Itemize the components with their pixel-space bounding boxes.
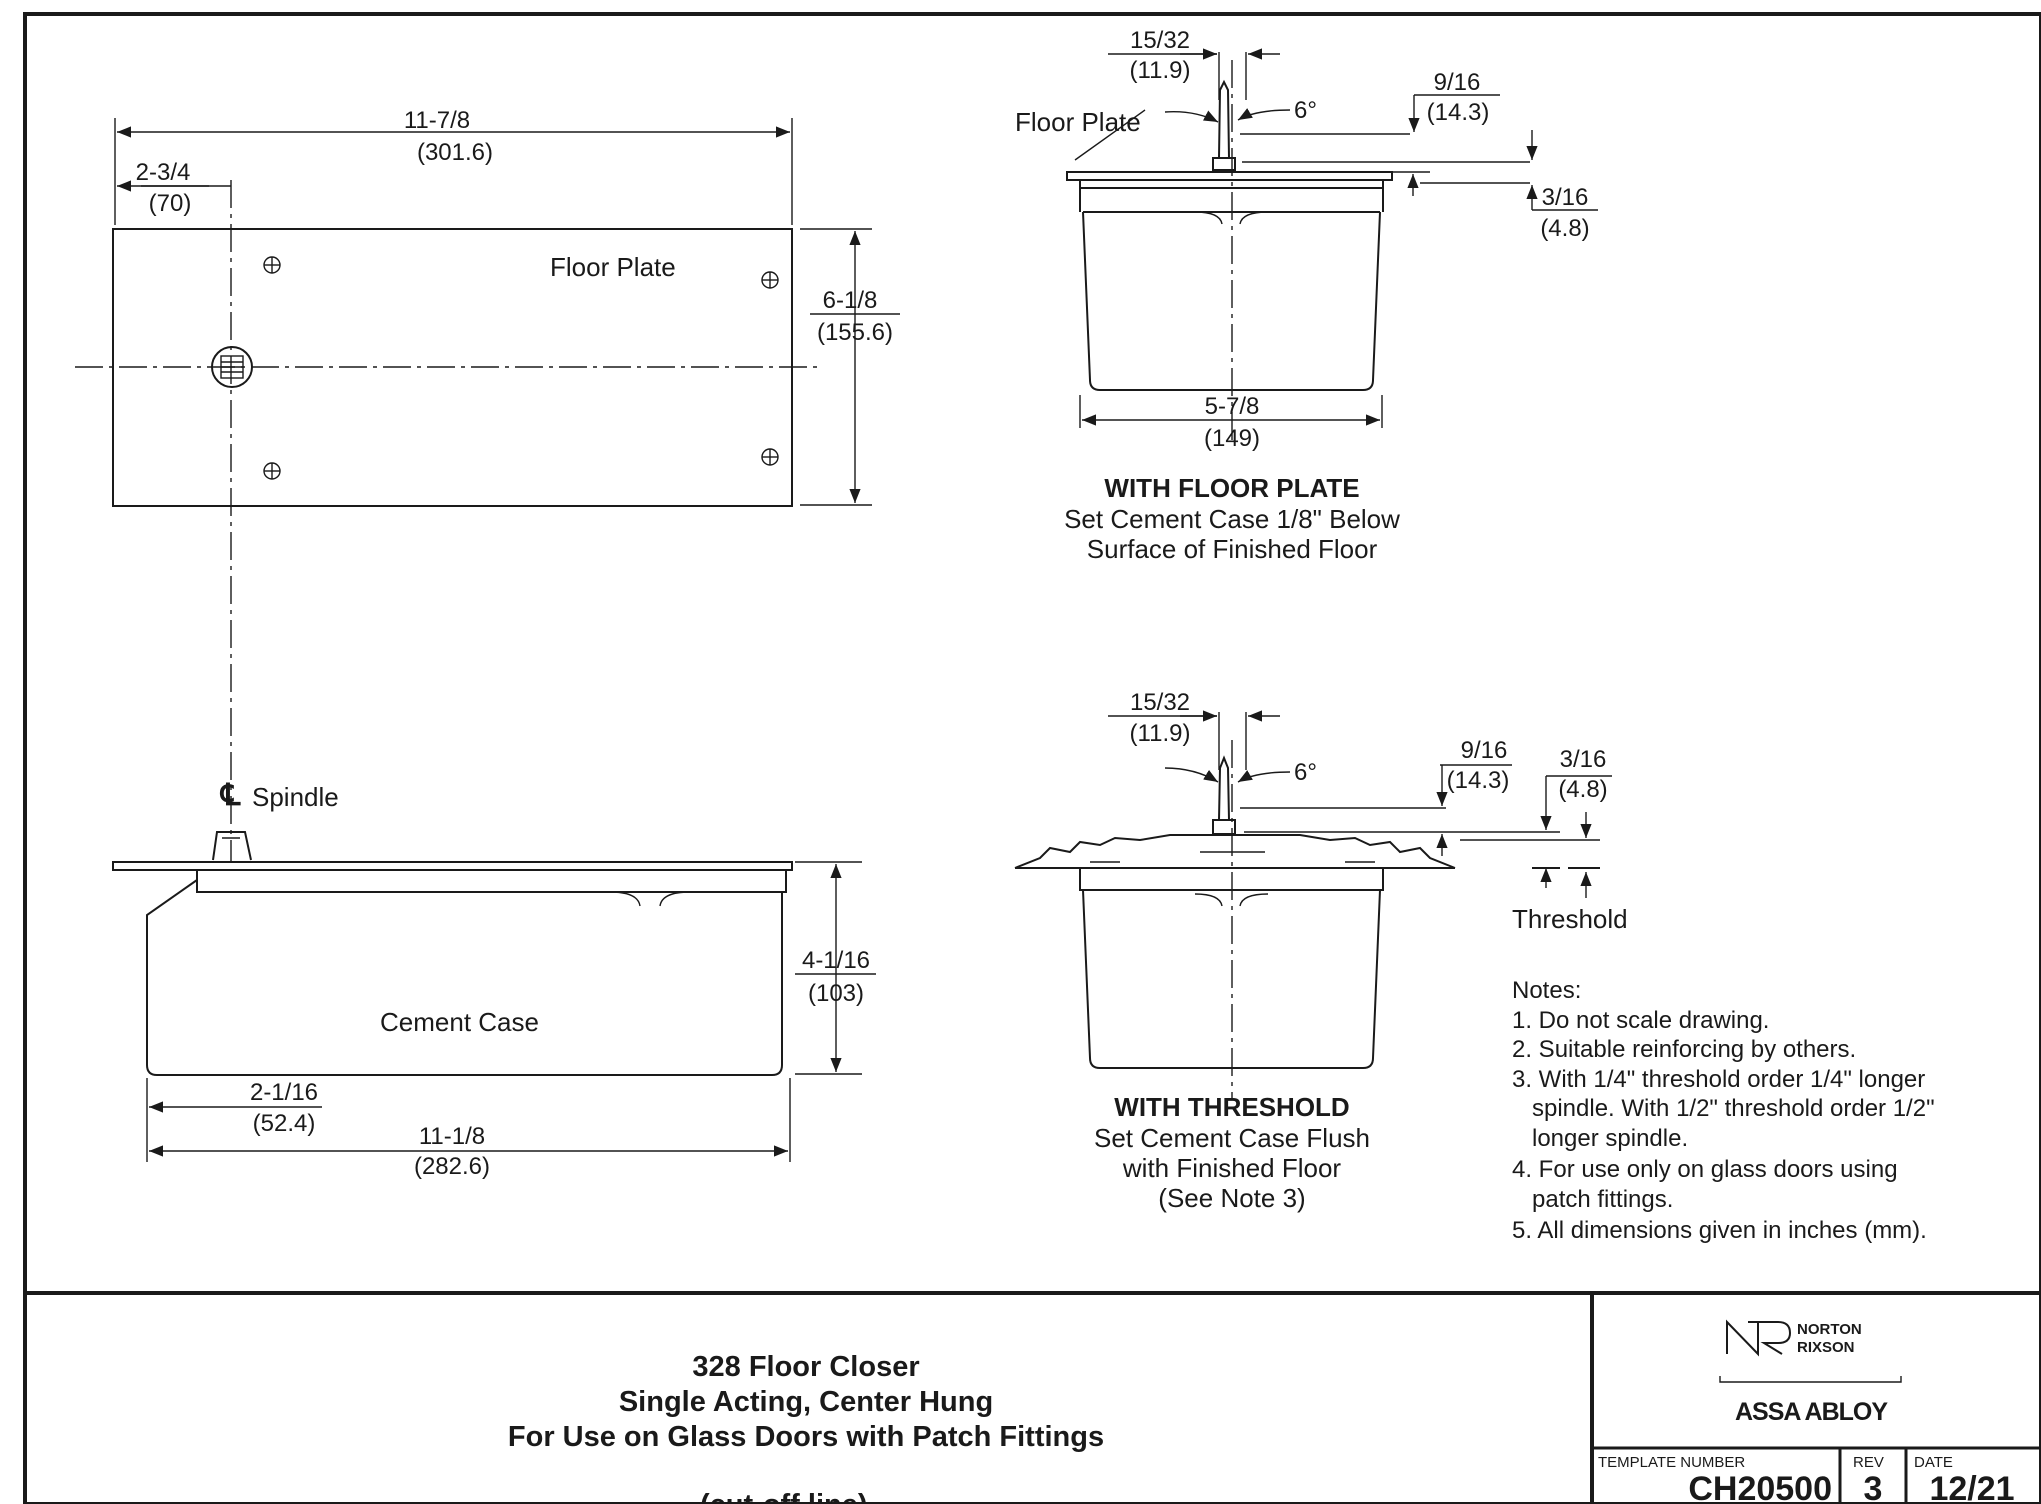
template-number-label: TEMPLATE NUMBER	[1598, 1454, 1745, 1471]
case-length-mm: (282.6)	[414, 1153, 490, 1180]
fp-caption-title: WITH FLOOR PLATE	[1104, 473, 1359, 503]
note-line: 3. With 1/4" threshold order 1/4" longer	[1512, 1066, 1925, 1093]
note-line: 1. Do not scale drawing.	[1512, 1007, 1769, 1034]
th-caption-title: WITH THRESHOLD	[1114, 1092, 1349, 1122]
fp-spindle-height: 9/16	[1434, 69, 1481, 96]
depth-mm: (103)	[808, 980, 864, 1007]
note-line: 2. Suitable reinforcing by others.	[1512, 1036, 1856, 1063]
fp-spindle-width: 15/32	[1130, 27, 1190, 54]
svg-text:RIXSON: RIXSON	[1797, 1339, 1855, 1356]
floor-plate-detail: Floor Plate 15/32 (11.9) 6° 9/16 (14.3) …	[1015, 27, 1598, 564]
notes: Notes: 1. Do not scale drawing. 2. Suita…	[1512, 977, 1935, 1244]
th-spindle-height: 9/16	[1461, 737, 1508, 764]
side-view: ℄ Spindle Cement Case 4-1/16 (103) 2-1/1…	[112, 779, 876, 1180]
fp-spindle-height-mm: (14.3)	[1427, 99, 1490, 126]
th-spindle-width-mm: (11.9)	[1130, 720, 1191, 747]
note-line: 5. All dimensions given in inches (mm).	[1512, 1217, 1927, 1244]
note-line: 4. For use only on glass doors using	[1512, 1156, 1898, 1183]
rev-value: 3	[1864, 1470, 1883, 1504]
title-footer-cut: (cut-off line)	[700, 1489, 868, 1504]
fp-angle: 6°	[1294, 97, 1317, 124]
fp-caption-line2: Surface of Finished Floor	[1087, 534, 1378, 564]
fp-case-width: 5-7/8	[1205, 393, 1260, 420]
plan-view: Floor Plate 11-7/8 (301.6) 2-3/4 (70) 6-…	[75, 107, 900, 862]
fp-spindle-width-mm: (11.9)	[1130, 57, 1191, 84]
fp-case-width-mm: (149)	[1204, 425, 1260, 452]
screw-hole-icon	[761, 271, 779, 289]
height-dim: 6-1/8	[823, 287, 878, 314]
th-spindle-height-mm: (14.3)	[1447, 767, 1510, 794]
threshold-detail: 15/32 (11.9) 6° 9/16 (14.3) 3/16 (4.8) T…	[1014, 689, 1628, 1213]
threshold-label: Threshold	[1512, 904, 1628, 934]
cement-case-outline	[196, 870, 787, 893]
note-line: spindle. With 1/2" threshold order 1/2"	[1512, 1095, 1935, 1122]
offset-mm: (52.4)	[253, 1110, 316, 1137]
offset-dim: 2-1/16	[250, 1079, 318, 1106]
sheet-border	[23, 12, 2041, 1504]
fp-caption-line1: Set Cement Case 1/8" Below	[1064, 504, 1400, 534]
title-line3: For Use on Glass Doors with Patch Fittin…	[508, 1421, 1104, 1453]
th-caption-line3: (See Note 3)	[1158, 1183, 1305, 1213]
floor-plate-label: Floor Plate	[550, 252, 676, 282]
overall-width-mm: (301.6)	[417, 139, 493, 166]
svg-text:ASSA ABLOY: ASSA ABLOY	[1735, 1398, 1888, 1426]
notes-heading: Notes:	[1512, 977, 1581, 1004]
spindle-label: Spindle	[252, 782, 339, 812]
title-line2: Single Acting, Center Hung	[619, 1386, 993, 1418]
height-mm: (155.6)	[817, 319, 893, 346]
date-value: 12/21	[1929, 1470, 2014, 1504]
case-length-dim: 11-1/8	[419, 1123, 485, 1150]
fp-plate-thickness: 3/16	[1542, 184, 1589, 211]
spindle-offset-dim: 2-3/4	[136, 159, 191, 186]
threshold-profile	[1014, 834, 1456, 869]
template-number: CH20500	[1688, 1470, 1832, 1504]
spindle-offset-mm: (70)	[149, 190, 192, 217]
screw-hole-icon	[263, 462, 281, 480]
th-spindle-width: 15/32	[1130, 689, 1190, 716]
centerline-symbol: ℄	[219, 779, 241, 812]
date-label: DATE	[1914, 1454, 1953, 1471]
cement-case-label: Cement Case	[380, 1007, 539, 1037]
svg-text:NORTON: NORTON	[1797, 1321, 1862, 1338]
floor-plate-detail-label: Floor Plate	[1015, 107, 1141, 137]
depth-dim: 4-1/16	[802, 947, 870, 974]
norton-rixson-logo: NORTON RIXSON ASSA ABLOY	[1719, 1319, 1902, 1426]
fp-plate-thickness-mm: (4.8)	[1540, 215, 1589, 242]
th-caption-line1: Set Cement Case Flush	[1094, 1123, 1370, 1153]
title-block: 328 Floor Closer Single Acting, Center H…	[508, 1319, 2041, 1504]
overall-width-dim: 11-7/8	[404, 107, 470, 134]
th-caption-line2: with Finished Floor	[1122, 1153, 1342, 1183]
title-line1: 328 Floor Closer	[692, 1351, 919, 1383]
th-threshold-height: 3/16	[1560, 746, 1607, 773]
rev-label: REV	[1853, 1454, 1884, 1471]
screw-hole-icon	[761, 448, 779, 466]
note-line: longer spindle.	[1512, 1125, 1688, 1152]
th-threshold-height-mm: (4.8)	[1558, 776, 1607, 803]
screw-hole-icon	[263, 256, 281, 274]
note-line: patch fittings.	[1512, 1186, 1673, 1213]
spindle-icon	[211, 346, 253, 388]
th-angle: 6°	[1294, 759, 1317, 786]
